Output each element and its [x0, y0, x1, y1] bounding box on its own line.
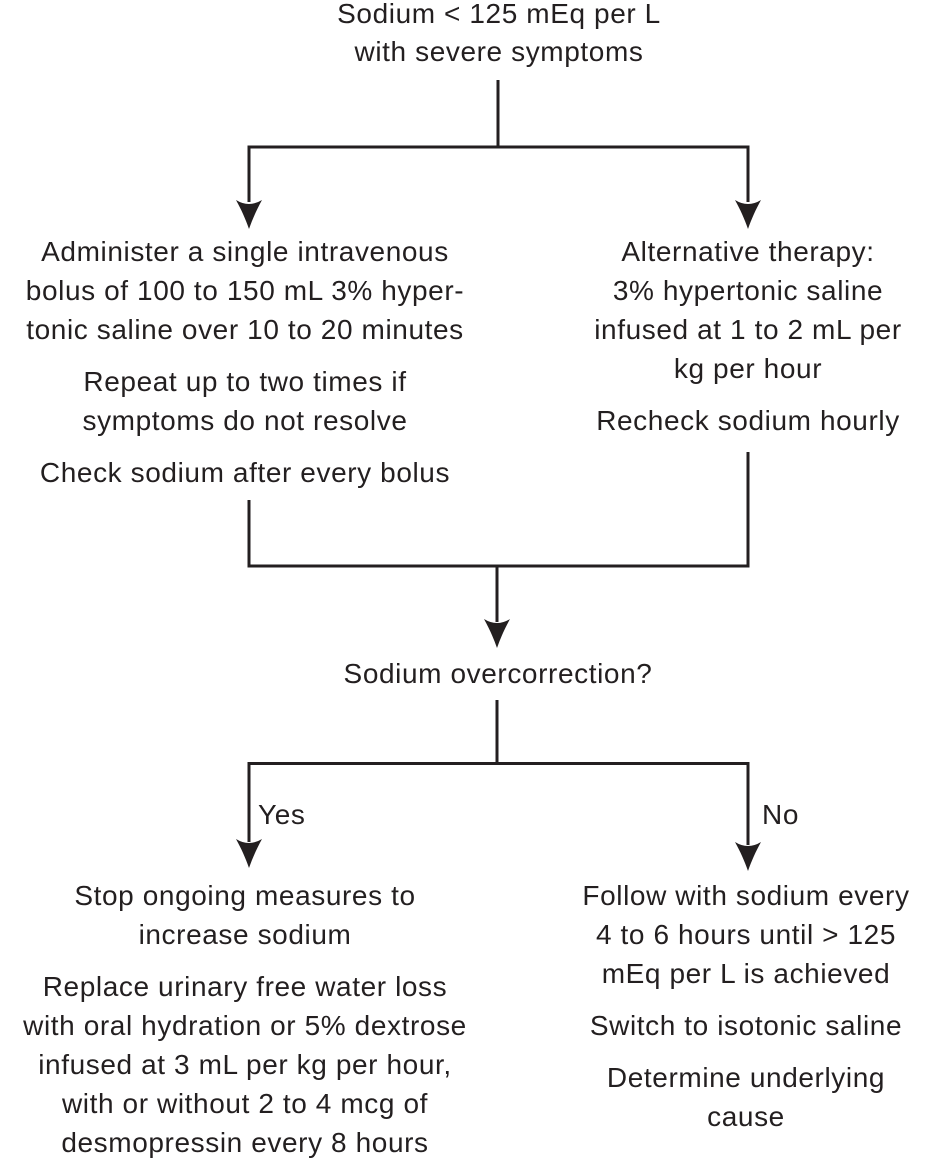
infusion-instruction: Alternative therapy: 3% hypertonic salin…	[594, 236, 902, 384]
switch-isotonic-instruction: Switch to isotonic saline	[589, 1010, 903, 1041]
arrow-down-icon	[484, 619, 510, 648]
arrow-down-icon	[236, 839, 262, 868]
connector-lines	[247, 80, 750, 845]
stop-measures-instruction: Stop ongoing measures to increase sodium	[74, 880, 416, 950]
node-overcorrection-no: Follow with sodium every 4 to 6 hours un…	[516, 876, 936, 1136]
bottom-branch-bar	[247, 762, 750, 845]
bolus-repeat-note: Repeat up to two times if symptoms do no…	[82, 366, 408, 436]
node-alternative-therapy: Alternative therapy: 3% hypertonic salin…	[518, 232, 936, 440]
infusion-recheck-note: Recheck sodium hourly	[596, 405, 900, 436]
follow-sodium-instruction: Follow with sodium every 4 to 6 hours un…	[582, 880, 910, 989]
arrow-down-icon	[735, 200, 761, 229]
bolus-check-note: Check sodium after every bolus	[39, 457, 451, 488]
node-overcorrection-yes: Stop ongoing measures to increase sodium…	[0, 876, 545, 1162]
branch-label-yes: Yes	[258, 799, 306, 830]
arrow-down-icon	[735, 842, 761, 871]
top-branch-bar	[247, 145, 750, 202]
node-start: Sodium < 125 mEq per L with severe sympt…	[269, 0, 729, 71]
node-overcorrection-decision: Sodium overcorrection?	[268, 654, 728, 693]
decision-question: Sodium overcorrection?	[343, 658, 653, 689]
determine-cause-instruction: Determine underlying cause	[606, 1062, 886, 1132]
arrow-down-icon	[236, 200, 262, 229]
bolus-instruction: Administer a single intravenous bolus of…	[25, 236, 465, 345]
node-bolus-therapy: Administer a single intravenous bolus of…	[0, 232, 545, 492]
branch-label-no: No	[762, 799, 799, 830]
replace-water-instruction: Replace urinary free water loss with ora…	[23, 971, 467, 1158]
start-text: Sodium < 125 mEq per L with severe sympt…	[337, 0, 661, 67]
